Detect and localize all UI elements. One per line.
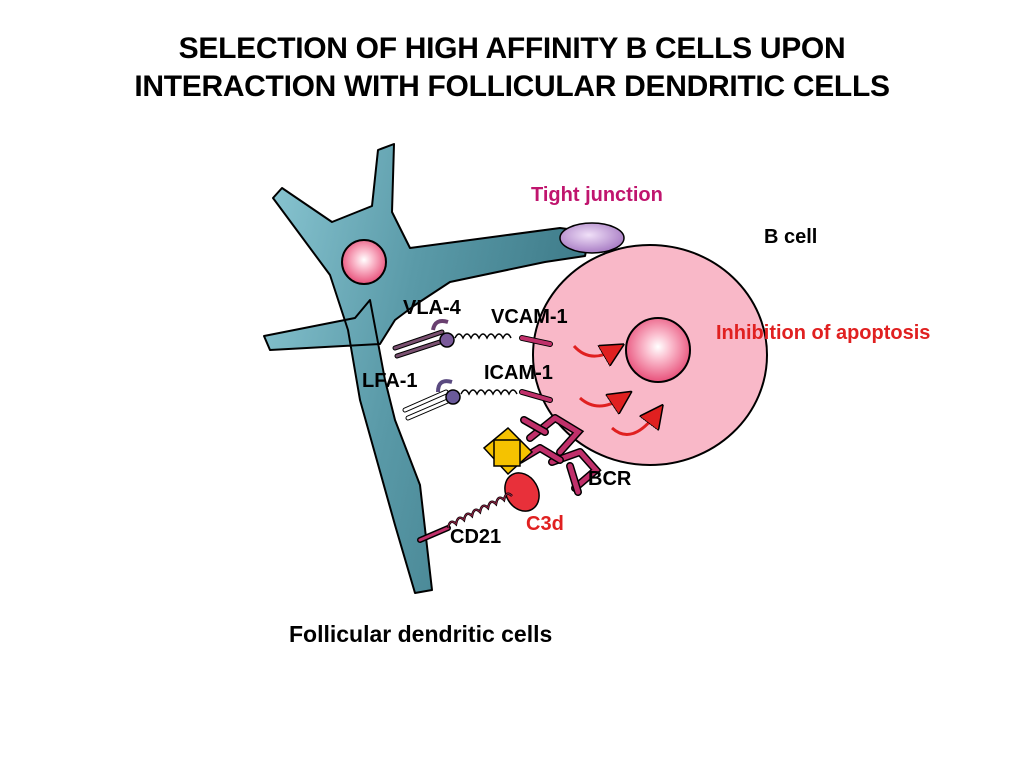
fdc-label: Follicular dendritic cells (289, 621, 553, 647)
lfa1-receptor (402, 379, 518, 421)
cd21-receptor (417, 492, 513, 543)
cd21-label: CD21 (450, 526, 502, 548)
signal-arrow-1 (572, 346, 614, 356)
vcam1-molecule (519, 335, 553, 347)
vla4-receptor (392, 319, 512, 359)
vla4-label: VLA-4 (403, 297, 461, 319)
icam1-molecule (519, 389, 553, 403)
title-line-2: INTERACTION WITH FOLLICULAR DENDRITIC CE… (134, 70, 890, 103)
bcr-receptor-1 (520, 414, 585, 456)
vcam1-label: VCAM-1 (491, 306, 568, 328)
fdc-nucleus (341, 239, 387, 285)
b-cell-label: B cell (764, 226, 818, 248)
tight-junction (559, 222, 625, 254)
slide-title: SELECTION OF HIGH AFFINITY B CELLS UPON … (0, 30, 1024, 106)
lfa1-label: LFA-1 (362, 370, 418, 392)
c3d-label: C3d (526, 513, 564, 535)
signal-arrow-2 (579, 398, 622, 406)
signal-arrow-3 (610, 414, 656, 436)
inhibition-of-apoptosis-label: Inhibition of apoptosis (716, 322, 931, 344)
b-cell-nucleus (625, 317, 691, 383)
icam1-label: ICAM-1 (484, 362, 553, 384)
antigen (482, 426, 534, 476)
c3d-molecule (504, 472, 540, 512)
tight-junction-label: Tight junction (531, 184, 663, 206)
signal-arrows (572, 346, 656, 436)
bcr-label: BCR (588, 468, 632, 490)
title-line-1: SELECTION OF HIGH AFFINITY B CELLS UPON (178, 32, 846, 65)
